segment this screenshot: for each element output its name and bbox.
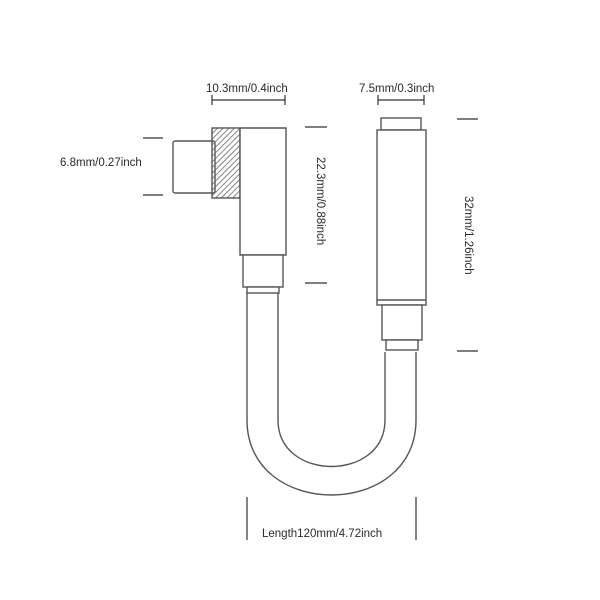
label-jack-length: 32mm/1.26inch <box>462 196 474 275</box>
jack-body <box>376 129 427 306</box>
jack-collar <box>385 339 419 351</box>
cable <box>246 292 417 496</box>
label-usbc-width: 10.3mm/0.4inch <box>206 83 288 95</box>
usb-c-plug <box>172 140 216 194</box>
audio-jack-connector <box>376 117 427 351</box>
usb-c-connector <box>172 127 287 294</box>
usb-c-body <box>239 127 287 256</box>
usb-c-collar <box>246 286 280 294</box>
label-plug-height: 6.8mm/0.27inch <box>60 157 142 169</box>
dimension-lines <box>143 95 478 540</box>
usb-c-strain-relief <box>242 254 284 288</box>
label-jack-width: 7.5mm/0.3inch <box>359 83 435 95</box>
jack-socket-top <box>380 117 422 131</box>
usb-c-cap-hatched <box>211 127 241 199</box>
label-usbc-length: 22.3mm/0.88inch <box>314 157 326 246</box>
label-cable-length: Length120mm/4.72inch <box>262 528 383 540</box>
jack-strain-relief <box>381 304 423 341</box>
